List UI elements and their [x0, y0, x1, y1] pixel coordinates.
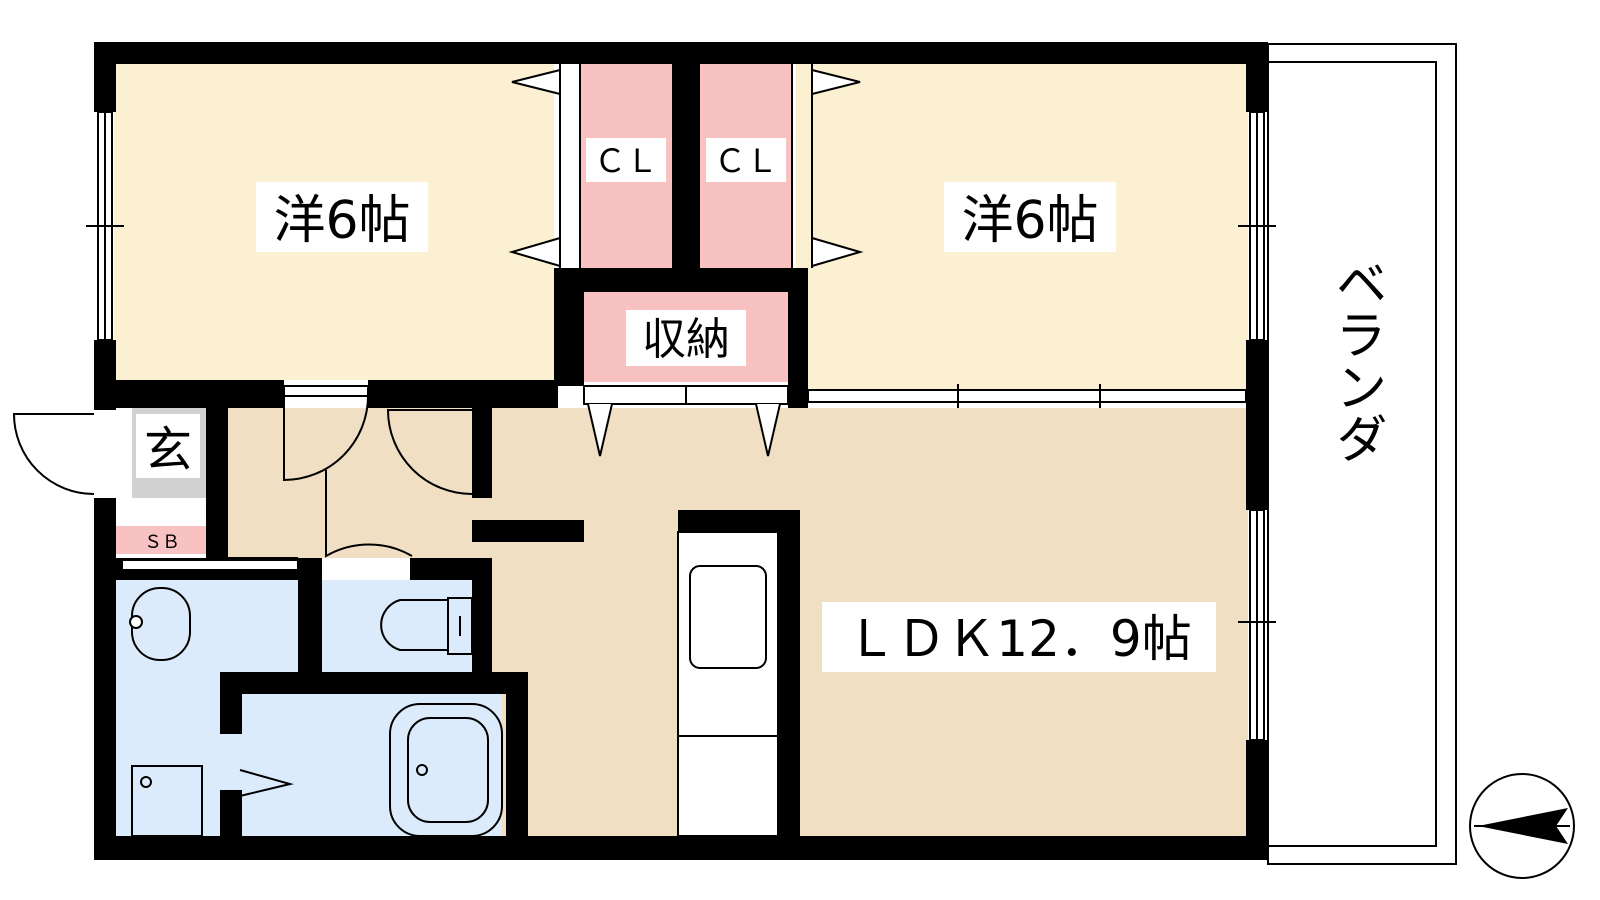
room-labels: 洋6帖 洋6帖 ＣＬ ＣＬ 収納 玄 ＳＢ ＬＤＫ12．9帖 ベランダ [136, 138, 1386, 672]
washing-machine [131, 765, 203, 837]
shoe-box-label: ＳＢ [144, 532, 180, 553]
doors [12, 62, 864, 797]
storage-label: 収納 [642, 314, 730, 365]
north-arrow-icon [1469, 773, 1575, 879]
windows [86, 111, 1276, 741]
entrance-label: 玄 [144, 422, 192, 478]
fixtures [129, 531, 779, 837]
walls [94, 42, 1268, 860]
western-room-left-label: 洋6帖 [273, 191, 410, 251]
veranda-label: ベランダ [1326, 256, 1386, 464]
closet-right-label: ＣＬ [714, 142, 778, 180]
ldk-label: ＬＤＫ12．9帖 [846, 610, 1191, 668]
closet-left-label: ＣＬ [594, 142, 658, 180]
shoe-box [116, 526, 208, 554]
kitchen-counter [677, 531, 779, 837]
toilet-room [322, 580, 472, 672]
bathtub [389, 703, 503, 837]
bathroom [242, 694, 502, 836]
toilet-fixture [380, 599, 449, 651]
kitchen-sink [689, 565, 767, 669]
western-room-right-label: 洋6帖 [961, 191, 1098, 251]
